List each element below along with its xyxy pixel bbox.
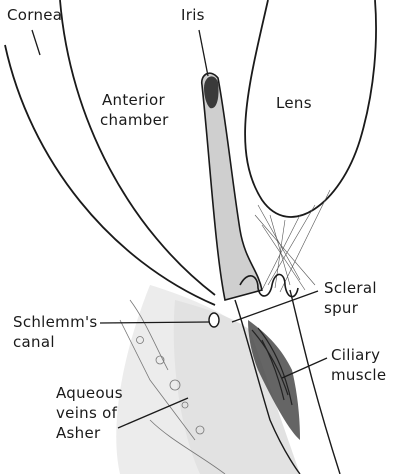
iris-label: Iris [181, 6, 205, 24]
ciliary-muscle-label-line2: muscle [331, 366, 386, 384]
aqueous-veins-label-line3: Asher [56, 424, 101, 442]
cornea-leader [32, 30, 40, 55]
schlemms-canal-label-line2: canal [13, 333, 55, 351]
anterior-chamber-label-line1: Anterior [102, 91, 165, 109]
cornea-label: Cornea [7, 6, 62, 24]
aqueous-veins-label-line1: Aqueous [56, 384, 123, 402]
aqueous-veins-label-line2: veins of [56, 404, 118, 422]
scleral-spur-label-line2: spur [324, 299, 359, 317]
lens-label: Lens [276, 94, 312, 112]
cornea-inner-curve [60, 0, 215, 295]
cornea-outer-curve [5, 45, 215, 305]
anterior-chamber-label-line2: chamber [100, 111, 169, 129]
scleral-spur-label-line1: Scleral [324, 279, 377, 297]
iris-leader [199, 30, 208, 76]
ciliary-muscle-label-line1: Ciliary [331, 346, 380, 364]
schlemms-canal [209, 313, 219, 327]
schlemms-canal-label-line1: Schlemm's [13, 313, 98, 331]
scleral-spur-leader [232, 291, 318, 322]
